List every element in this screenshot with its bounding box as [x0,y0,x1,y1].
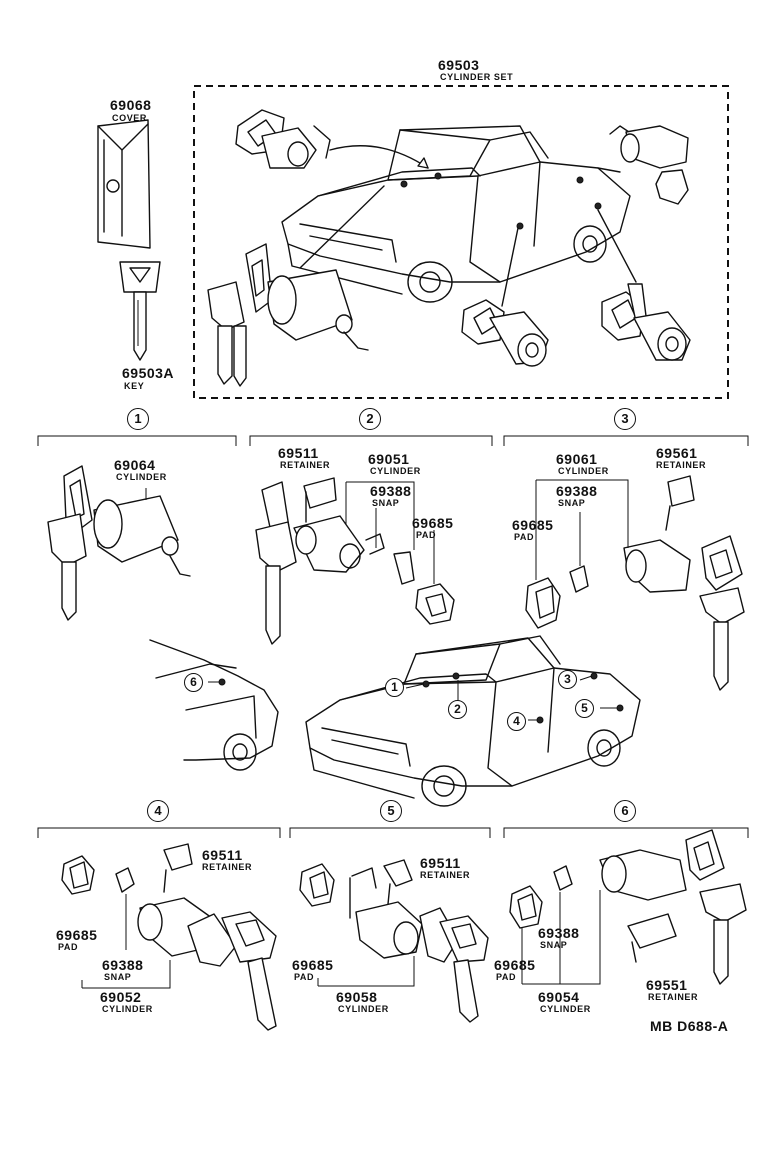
section-2-marker: 2 [359,408,381,430]
s4-cylinder-name: CYLINDER [102,1004,153,1014]
s3-retainer-name: RETAINER [656,460,707,470]
key-part-no: 69503A [122,365,175,381]
section-4-parts [61,843,277,1031]
s4-pad-part-no: 69685 [56,927,98,943]
s2-retainer-part-no: 69511 [278,445,319,461]
s3-pad-part-no: 69685 [512,517,554,533]
car-callout-6: 6 [184,673,203,692]
cylinder-set-parts [207,109,691,387]
bracket-5 [289,827,491,838]
s3-pad-name: PAD [514,532,535,542]
s6-snap-name: SNAP [540,940,568,950]
s2-cylinder-name: CYLINDER [370,466,421,476]
section-5-marker: 5 [380,800,402,822]
s2-snap-name: SNAP [372,498,400,508]
car-illustration-middle [208,635,641,807]
s1-cylinder-name: CYLINDER [116,472,167,482]
section-6-marker: 6 [614,800,636,822]
car-callout-3: 3 [558,670,577,689]
cover-illustration [97,119,151,249]
key-name: KEY [124,381,145,391]
section-3-marker: 3 [614,408,636,430]
car-callout-1: 1 [385,678,404,697]
s5-cylinder-name: CYLINDER [338,1004,389,1014]
section-4-marker: 4 [147,800,169,822]
section-2-parts [255,477,455,645]
s6-pad-name: PAD [496,972,517,982]
section-1-marker: 1 [127,408,149,430]
s2-pad-name: PAD [416,530,437,540]
s3-snap-part-no: 69388 [556,483,598,499]
s4-retainer-name: RETAINER [202,862,253,872]
bracket-1 [37,435,237,446]
s5-pad-part-no: 69685 [292,957,334,973]
s4-pad-name: PAD [58,942,79,952]
diagram-code: MB D688-A [650,1018,729,1034]
s6-snap-part-no: 69388 [538,925,580,941]
s5-retainer-name: RETAINER [420,870,471,880]
s6-retainer-part-no: 69551 [646,977,688,993]
section-6-parts [509,829,747,985]
car-callout-2: 2 [448,700,467,719]
s6-cylinder-part-no: 69054 [538,989,580,1005]
s3-cylinder-part-no: 69061 [556,451,598,467]
car-illustration-side [149,639,279,771]
cover-part-no: 69068 [110,97,152,113]
car-illustration-top [281,125,637,307]
key-illustration [119,261,161,361]
section-3-parts [525,475,745,691]
s1-cylinder-part-no: 69064 [114,457,156,473]
cylinder-set-name: CYLINDER SET [440,72,514,82]
s2-retainer-name: RETAINER [280,460,331,470]
s2-pad-part-no: 69685 [412,515,454,531]
car-callout-4: 4 [507,712,526,731]
s2-snap-part-no: 69388 [370,483,412,499]
s4-retainer-part-no: 69511 [202,847,243,863]
bracket-6 [503,827,749,838]
section-1-parts [47,465,191,621]
s2-cylinder-part-no: 69051 [368,451,410,467]
cylinder-set-part-no: 69503 [438,57,480,73]
bracket-4 [37,827,281,838]
bracket-2 [249,435,493,446]
cylinder-set-frame [193,85,729,399]
s4-cylinder-part-no: 69052 [100,989,142,1005]
car-callout-5: 5 [575,699,594,718]
s4-snap-part-no: 69388 [102,957,144,973]
s3-snap-name: SNAP [558,498,586,508]
s5-retainer-part-no: 69511 [420,855,461,871]
bracket-3 [503,435,749,446]
s6-pad-part-no: 69685 [494,957,536,973]
s6-retainer-name: RETAINER [648,992,699,1002]
section-5-parts [299,859,489,1023]
s6-cylinder-name: CYLINDER [540,1004,591,1014]
s5-cylinder-part-no: 69058 [336,989,378,1005]
s4-snap-name: SNAP [104,972,132,982]
s5-pad-name: PAD [294,972,315,982]
cover-name: COVER [112,113,148,123]
s3-cylinder-name: CYLINDER [558,466,609,476]
s3-retainer-part-no: 69561 [656,445,698,461]
